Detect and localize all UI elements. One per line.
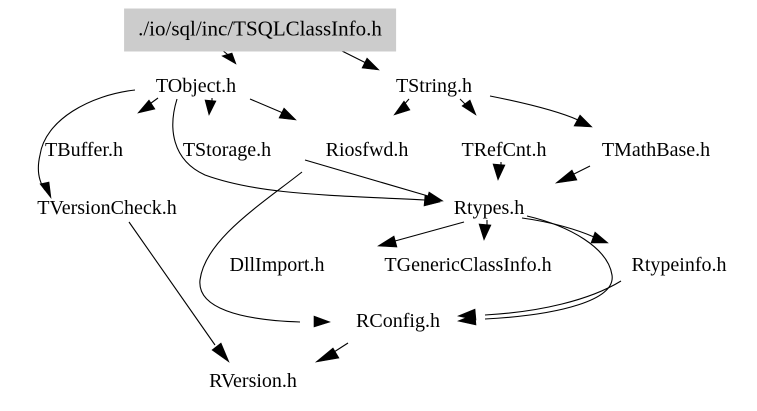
node-tbuffer[interactable]: TBuffer.h — [45, 139, 123, 161]
edge-root-to-tobject — [221, 49, 237, 65]
node-tmathbase[interactable]: TMathBase.h — [601, 139, 711, 161]
node-rtypes[interactable]: Rtypes.h — [453, 197, 525, 219]
edge-tobject-to-tstorage — [204, 98, 217, 116]
node-tstorage[interactable]: TStorage.h — [182, 139, 272, 161]
node-rtypeinfo[interactable]: Rtypeinfo.h — [631, 254, 727, 276]
node-tgenericclassinfo[interactable]: TGenericClassInfo.h — [384, 254, 552, 276]
node-riosfwd[interactable]: Riosfwd.h — [325, 139, 409, 161]
edge-root-to-tstring — [339, 49, 380, 71]
edge-rtypeinfo-to-rconfig — [457, 280, 622, 321]
node-root-tsqlclassinfo[interactable]: ./io/sql/inc/TSQLClassInfo.h — [124, 8, 396, 52]
edge-rtypes-to-rtypeinfo — [521, 217, 609, 244]
node-tversioncheck[interactable]: TVersionCheck.h — [37, 197, 177, 219]
edge-rtypes-to-tgenericclassinfo — [478, 220, 492, 241]
edge-tobject-to-tbuffer — [137, 97, 159, 114]
edge-riosfwd-to-rtypes — [304, 159, 444, 204]
edge-rtypes-to-dllimport — [377, 221, 465, 248]
edge-tversioncheck-to-rversion — [128, 221, 230, 363]
node-tobject[interactable]: TObject.h — [155, 75, 237, 97]
edge-trefcnt-to-rtypes — [492, 162, 506, 181]
edge-tobject-to-riosfwd — [249, 98, 297, 121]
edge-rconfig-to-rversion — [314, 342, 349, 363]
edge-tmathbase-to-rtypes — [554, 165, 591, 184]
edge-tstring-to-trefcnt — [459, 98, 477, 116]
node-trefcnt[interactable]: TRefCnt.h — [461, 139, 547, 161]
node-tstring[interactable]: TString.h — [395, 75, 473, 97]
edge-tobject-to-tversioncheck — [37, 89, 136, 200]
edge-tobject-to-rconfig — [199, 171, 331, 328]
edge-tstring-to-tmathbase — [489, 95, 593, 128]
edge-tstring-to-riosfwd — [393, 98, 411, 116]
node-rconfig[interactable]: RConfig.h — [356, 310, 440, 332]
node-rversion[interactable]: RVersion.h — [209, 370, 297, 392]
node-dllimport[interactable]: DllImport.h — [229, 254, 325, 276]
